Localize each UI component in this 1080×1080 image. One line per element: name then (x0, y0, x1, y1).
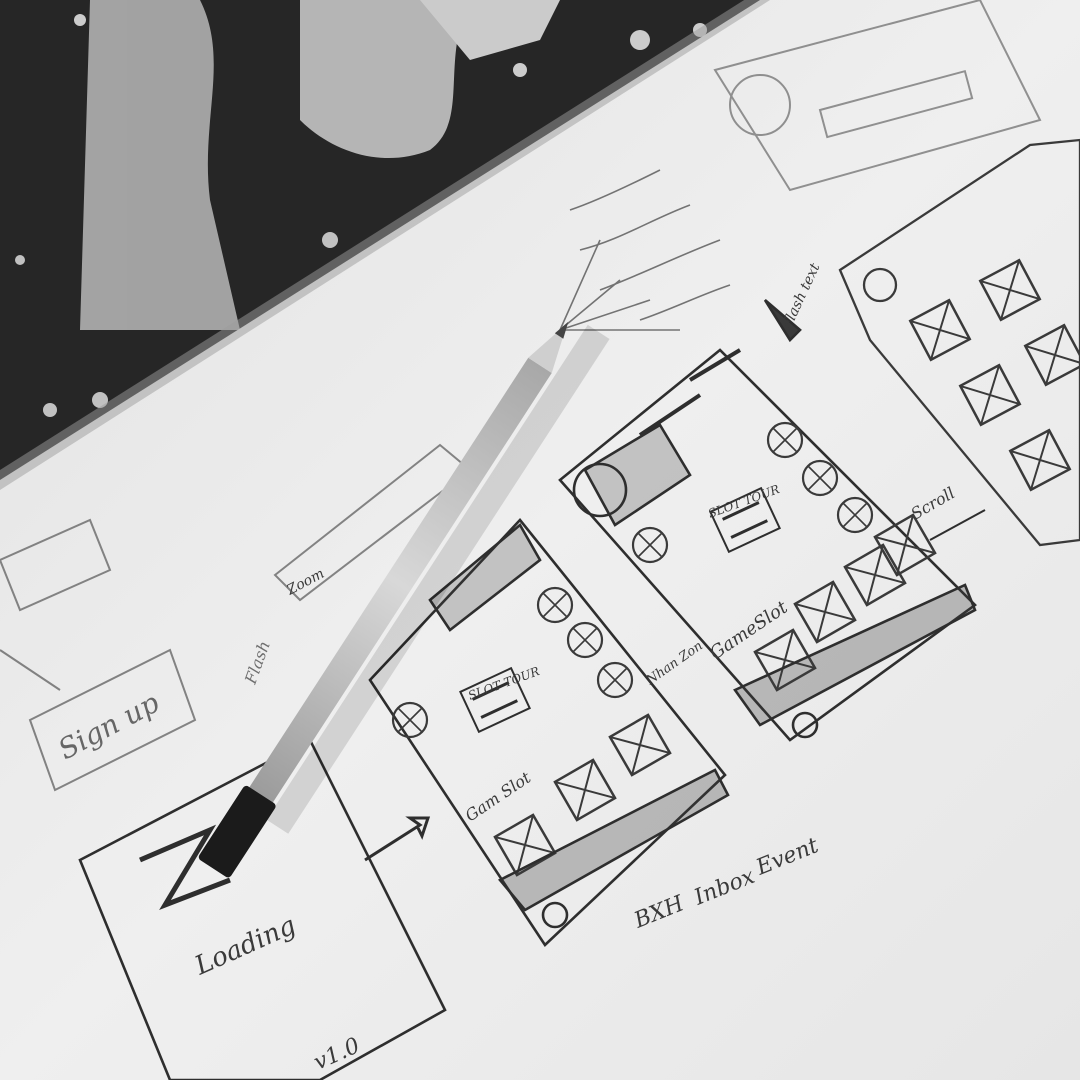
wireframe-top-right (713, 0, 1042, 192)
pencil-cap (198, 785, 276, 878)
pencil-body (245, 357, 552, 810)
annotation-notes (559, 169, 731, 331)
pencil-lead (554, 321, 569, 339)
paper-edge-shadow (0, 0, 770, 490)
pencil (198, 321, 610, 878)
pencil-shadow (266, 324, 610, 834)
wireframe-phone-right (558, 299, 986, 742)
wireframe-phone-middle (364, 518, 730, 948)
wireframe-game-list (838, 138, 1080, 547)
pencil-tip (528, 323, 568, 373)
